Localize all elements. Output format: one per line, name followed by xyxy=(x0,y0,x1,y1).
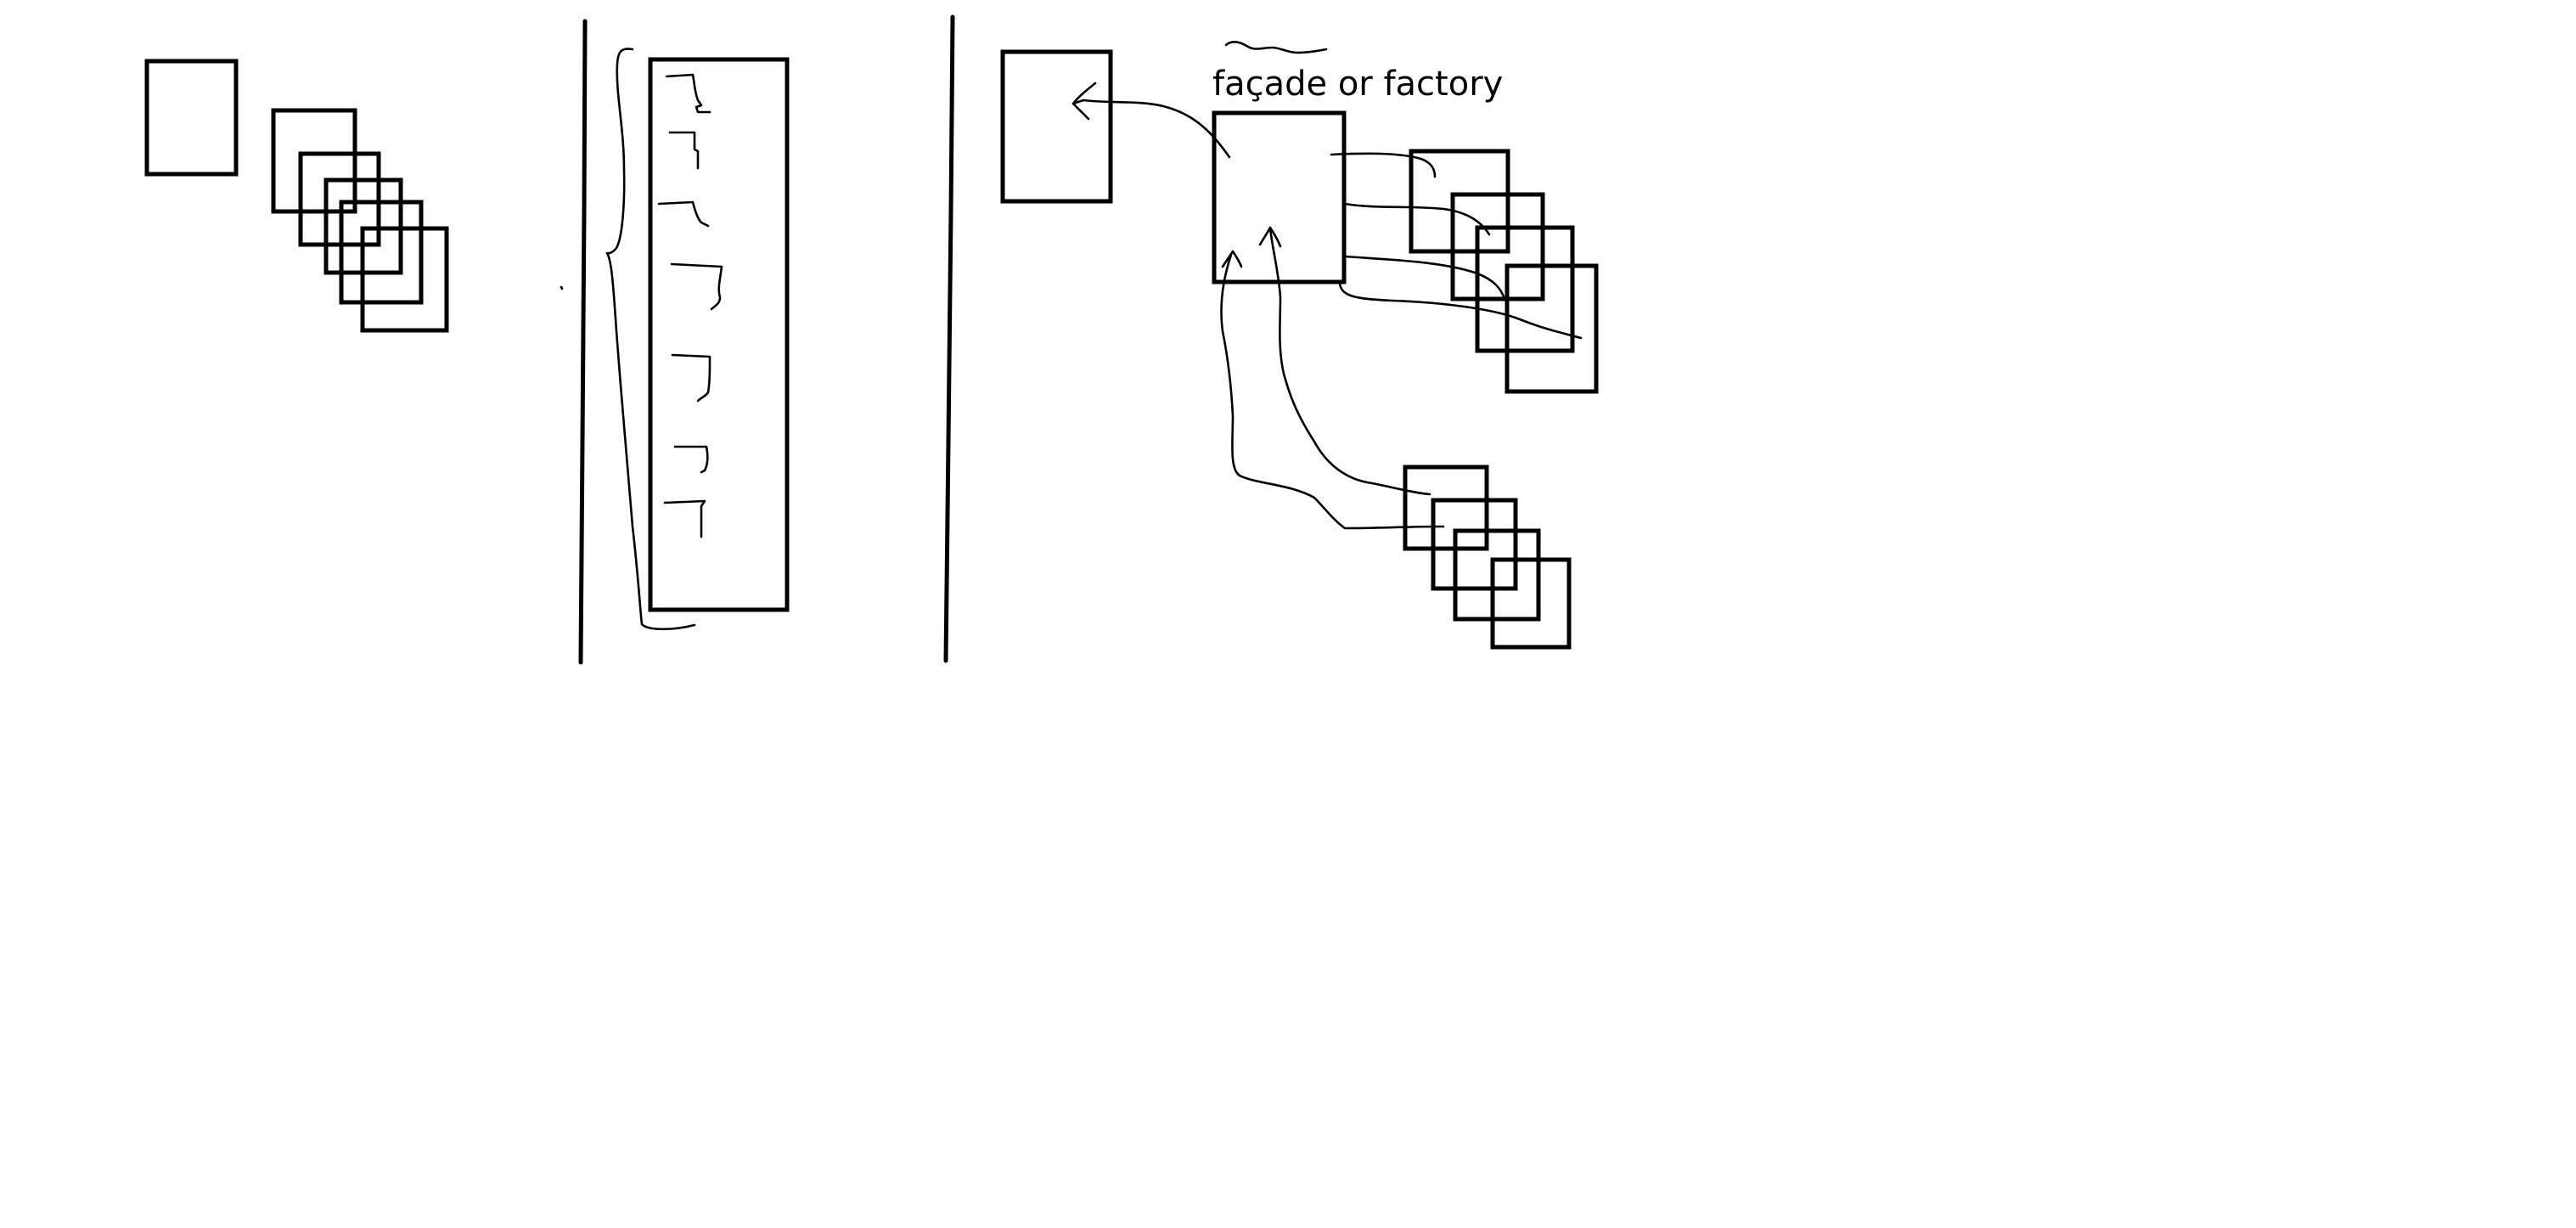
subsystem-box xyxy=(1431,498,1518,591)
single-object-box xyxy=(144,59,239,177)
divider-line-1 xyxy=(578,19,588,665)
panel-long-list-with-brace xyxy=(560,48,790,631)
subsystem-box xyxy=(1505,263,1599,394)
divider-line-2 xyxy=(943,14,955,663)
list-entry-scribble xyxy=(663,499,706,538)
list-entry-scribble xyxy=(671,353,711,403)
arrowhead xyxy=(1221,250,1243,268)
panel-single-object-and-instances xyxy=(144,59,449,333)
list-box xyxy=(648,57,790,612)
arrowhead xyxy=(1258,226,1282,248)
link-line xyxy=(1268,226,1431,496)
client-box xyxy=(1000,49,1113,204)
label-squiggle xyxy=(1224,40,1328,54)
link-line xyxy=(1338,282,1583,340)
instance-box xyxy=(271,108,357,214)
list-entry-scribble xyxy=(670,262,723,311)
link-line xyxy=(1220,253,1445,530)
curly-brace xyxy=(605,48,696,631)
lower-to-facade-arrows xyxy=(1220,226,1445,530)
link-line xyxy=(1343,255,1506,301)
list-entry-scribble xyxy=(665,73,711,114)
facade-factory-label: façade or factory xyxy=(1212,65,1503,104)
instance-box xyxy=(339,200,424,305)
facade-to-client-arrow xyxy=(1071,99,1231,159)
subsystem-box xyxy=(1403,465,1489,551)
list-entries xyxy=(657,73,723,538)
list-entry-scribble xyxy=(657,200,710,228)
facade-to-upper-links xyxy=(1330,152,1583,340)
instance-box xyxy=(360,226,449,333)
subsystem-box xyxy=(1490,557,1572,650)
lower-subsystem-stack xyxy=(1403,465,1572,650)
subsystem-box xyxy=(1475,225,1575,353)
upper-subsystem-stack xyxy=(1409,149,1599,394)
list-entry-scribble xyxy=(673,445,709,474)
stray-dot xyxy=(560,285,564,290)
link-line xyxy=(1343,202,1491,236)
subsystem-box xyxy=(1453,528,1541,622)
link-line xyxy=(1330,152,1437,178)
facade-box xyxy=(1212,110,1347,284)
subsystem-box xyxy=(1409,149,1510,254)
subsystem-box xyxy=(1450,192,1545,301)
arrowhead xyxy=(1071,82,1097,121)
panel-facade-factory: façade or factory xyxy=(1000,40,1599,650)
instance-stack xyxy=(271,108,449,333)
list-entry-scribble xyxy=(668,131,700,170)
